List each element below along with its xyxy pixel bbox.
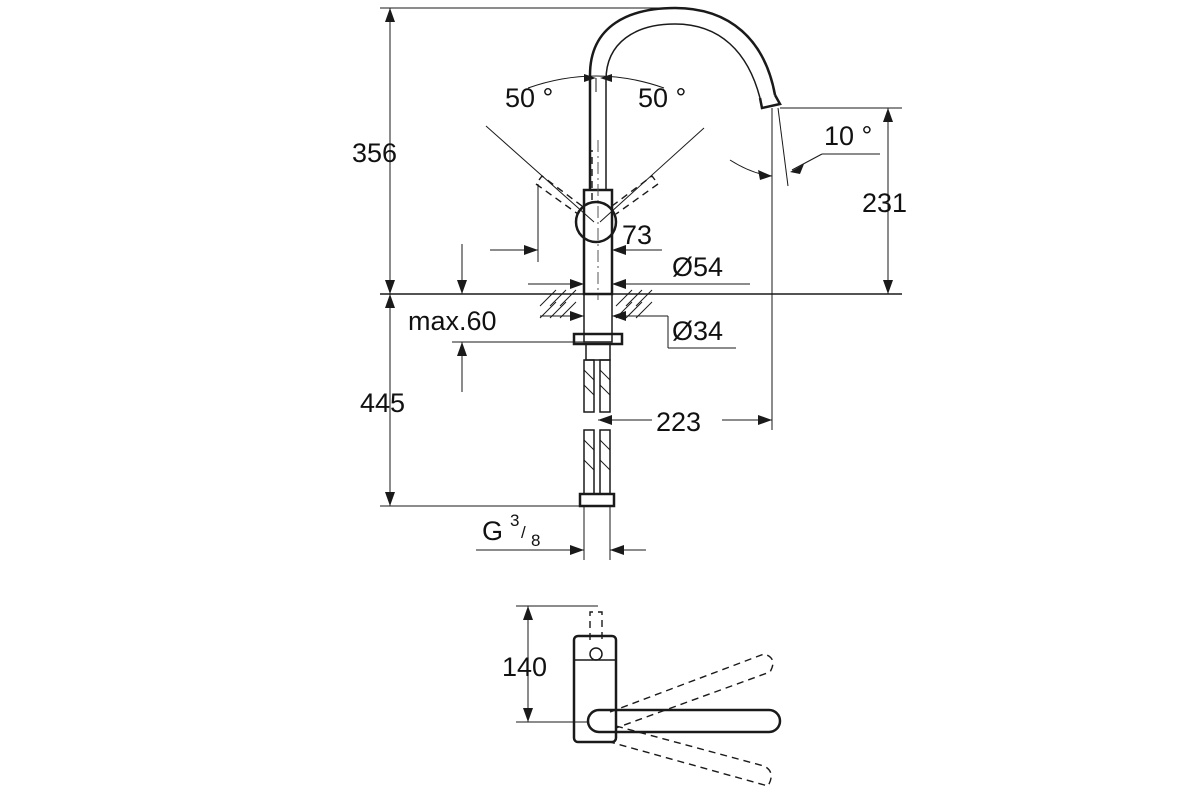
plan-spout-dashed: [589, 611, 603, 640]
dim-lever-73: 73: [490, 184, 662, 262]
thread-base-label: G: [482, 516, 503, 546]
plan-lever: [586, 708, 782, 734]
angle-arc: [527, 75, 665, 89]
dim-height-356: 356: [352, 7, 675, 294]
plan-lever-up: [609, 653, 774, 729]
plan-view: 140: [502, 605, 782, 787]
angle-left-line: [485, 125, 595, 223]
dim-shank-34: Ø34: [540, 311, 736, 349]
spout-height-label: 231: [862, 188, 907, 218]
side-elevation: 356 50 ° 50 ° 10 ° 231: [352, 6, 907, 560]
lever-right-position: [611, 175, 659, 215]
spout-tip: [758, 94, 782, 110]
mounting-nut: [572, 332, 624, 346]
hose-coupling: [585, 344, 611, 361]
plan-depth-label: 140: [502, 652, 547, 682]
dim-reach-223: 223: [598, 407, 772, 437]
plan-outlet: [589, 647, 603, 661]
supply-hoses: [578, 359, 616, 508]
dim-thread: G 3 / 8: [476, 506, 646, 560]
base-diameter-label: Ø54: [672, 252, 723, 282]
spout-angle-label: 10 °: [824, 121, 872, 151]
dim-spout-height-231: 231: [780, 107, 907, 294]
spout-inner: [605, 23, 761, 190]
shank-diameter-label: Ø34: [672, 316, 723, 346]
angle-right-label: 50 °: [638, 83, 686, 113]
angle-left-label: 50 °: [505, 83, 553, 113]
dim-mount-max60: max.60: [408, 244, 584, 392]
dim-base-54: Ø54: [528, 252, 750, 289]
dim-spout-angle: 10 °: [729, 107, 880, 430]
plan-lever-down: [609, 725, 772, 787]
thread-denominator: 8: [531, 531, 540, 550]
mount-thickness-label: max.60: [408, 306, 497, 336]
lever-hub: [574, 200, 618, 244]
lever-left-position: [535, 175, 583, 215]
dim-plan-140: 140: [502, 605, 598, 723]
angle-right-line: [599, 127, 705, 223]
thread-slash: /: [521, 523, 526, 542]
reach-label: 223: [656, 407, 701, 437]
shank: [583, 293, 613, 343]
dim-hose-445: 445: [360, 294, 580, 507]
thread-numerator: 3: [510, 511, 519, 530]
height-label: 356: [352, 138, 397, 168]
plan-body: [572, 634, 618, 744]
hose-length-label: 445: [360, 388, 405, 418]
lever-offset-label: 73: [622, 220, 652, 250]
